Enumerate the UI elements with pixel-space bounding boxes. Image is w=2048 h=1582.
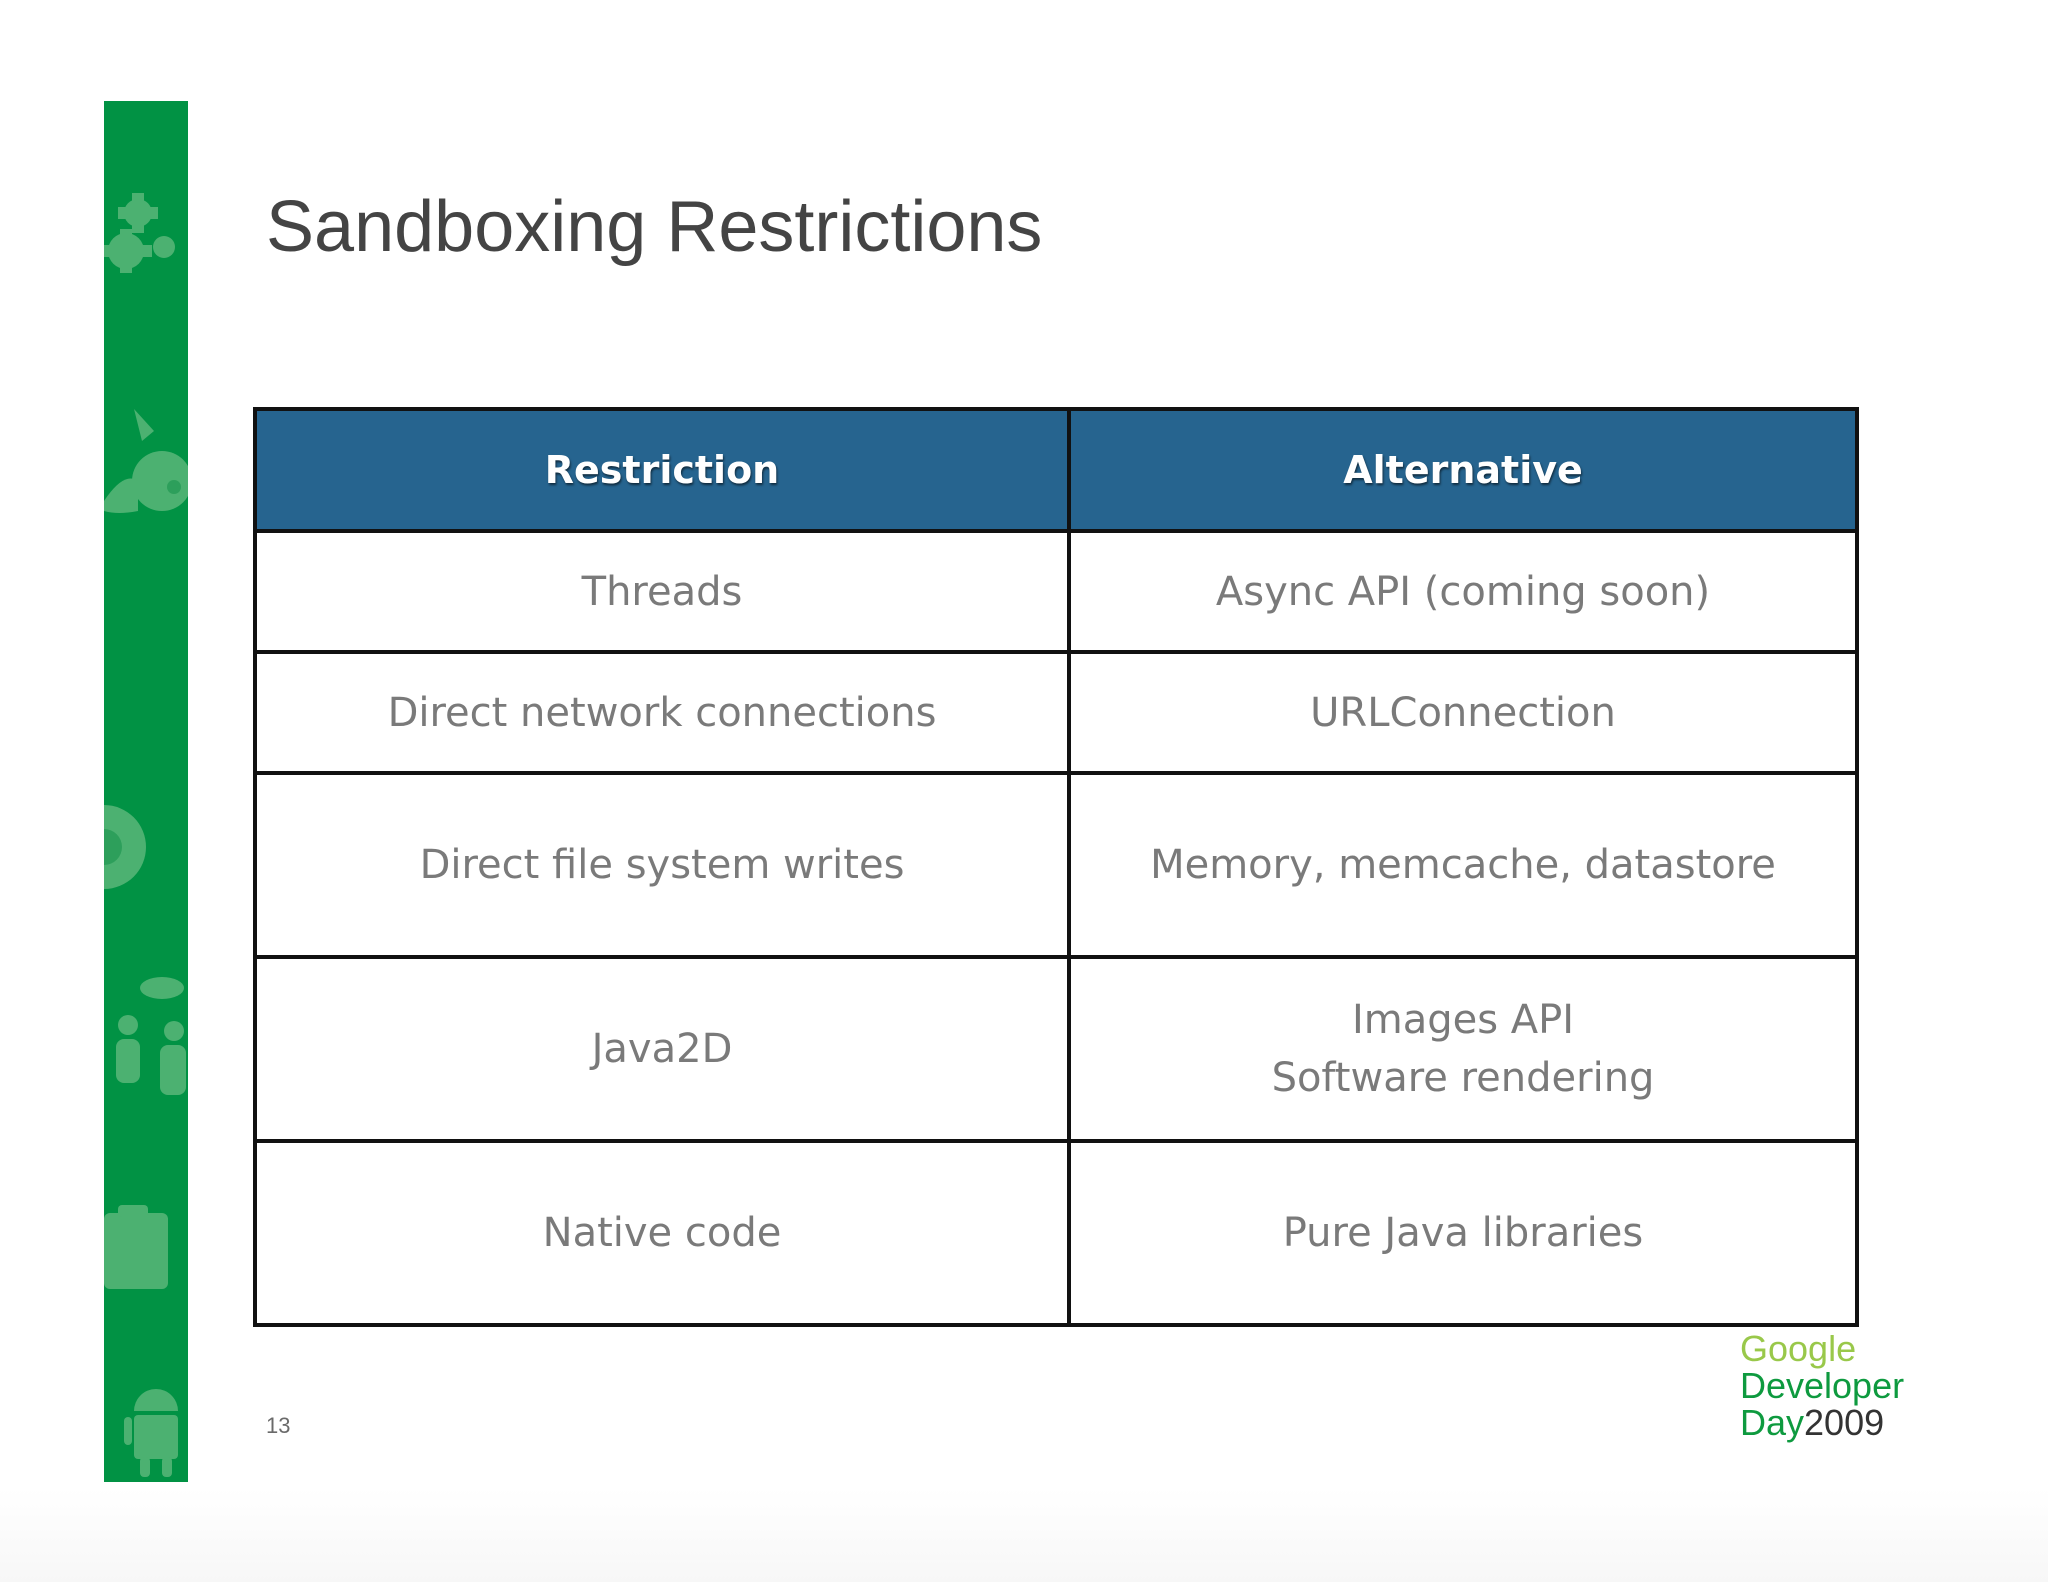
restriction-cell: Native code [253,1139,1071,1327]
people-chat-icon [116,977,186,1095]
restriction-cell: Java2D [253,955,1071,1143]
table-row: Java2D Images API Software rendering [253,955,1859,1143]
page-number: 13 [266,1413,291,1438]
restrictions-table: Restriction Alternative Threads Async AP… [253,407,1859,1327]
header-alternative: Alternative [1067,407,1859,533]
alternative-line: Memory, memcache, datastore [1150,842,1776,888]
cat-mascot-icon [104,409,188,513]
table-row: Direct network connections URLConnection [253,650,1859,775]
chrome-logo-icon [104,805,146,889]
alternative-line: Pure Java libraries [1282,1210,1644,1256]
logo-developer-text: Developer [1740,1365,1905,1406]
alternative-line: Software rendering [1271,1055,1655,1101]
restriction-cell: Threads [253,529,1071,654]
restriction-cell: Direct file system writes [253,771,1071,959]
toolbox-icon [104,1205,168,1289]
gears-icon [104,193,175,273]
logo-day-line: Day2009 [1740,1404,1904,1441]
google-developer-day-logo: Google Developer Day2009 [1740,1330,1904,1441]
header-restriction: Restriction [253,407,1071,533]
table-row: Threads Async API (coming soon) [253,529,1859,654]
logo-day-text: Day [1740,1402,1805,1443]
bottom-shade [0,1488,2048,1582]
alternative-cell: Memory, memcache, datastore [1067,771,1859,959]
alternative-cell: Pure Java libraries [1067,1139,1859,1327]
table-header-row: Restriction Alternative [253,407,1859,533]
alternative-cell: Images API Software rendering [1067,955,1859,1143]
table-row: Direct file system writes Memory, memcac… [253,771,1859,959]
logo-google-text: Google [1740,1328,1857,1369]
decorative-sidebar [104,101,188,1482]
alternative-line: Images API [1351,997,1575,1043]
alternative-cell: URLConnection [1067,650,1859,775]
restriction-cell: Direct network connections [253,650,1071,775]
table-row: Native code Pure Java libraries [253,1139,1859,1327]
alternative-cell: Async API (coming soon) [1067,529,1859,654]
alternative-line: Async API (coming soon) [1215,568,1711,615]
android-robot-icon [124,1389,178,1477]
logo-year-text: 2009 [1804,1402,1885,1443]
slide-title: Sandboxing Restrictions [266,187,1043,267]
alternative-line: URLConnection [1310,689,1616,736]
